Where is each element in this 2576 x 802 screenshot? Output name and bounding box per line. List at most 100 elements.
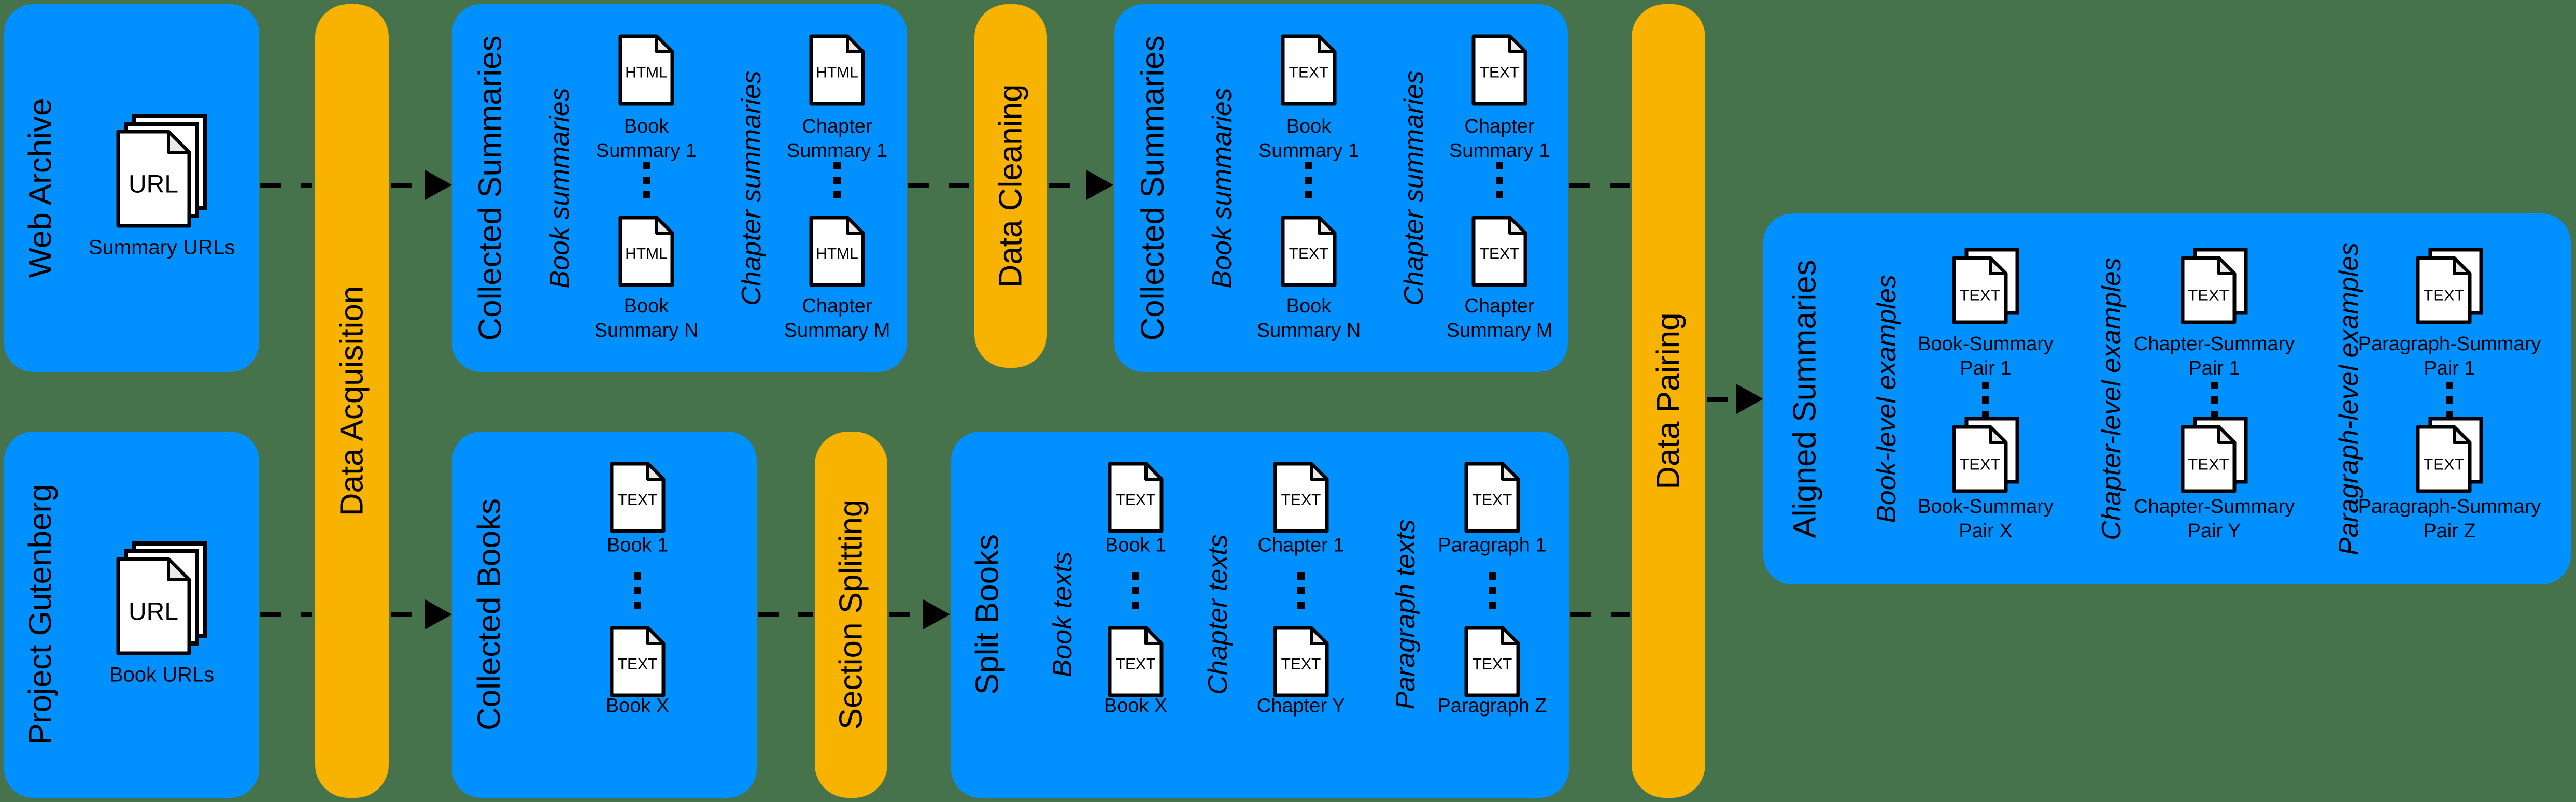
doc-type-label: TEXT (1959, 455, 2000, 474)
summary-pair-documents-icon: TEXT (2415, 247, 2484, 325)
text-document-icon: TEXT (1470, 33, 1528, 107)
connector-collected-summaries-to-data-pairing (1569, 183, 1630, 188)
doc-type-label: TEXT (2423, 287, 2464, 305)
document-label: Paragraph Z (1437, 695, 1547, 717)
html-document-icon: HTML (808, 214, 866, 288)
connector-data-cleaning-to-collected-summaries (1049, 183, 1086, 188)
text-document-icon: TEXT (1470, 214, 1528, 288)
vertical-ellipsis-icon (2446, 382, 2453, 418)
doc-type-label: TEXT (2423, 455, 2464, 474)
doc-type-label: HTML (816, 64, 858, 81)
url-documents-stack-icon: URL (115, 113, 208, 229)
collected-books-box (452, 432, 757, 798)
arrowhead-icon (425, 170, 452, 200)
summary-pair-documents-icon: TEXT (1951, 247, 2020, 325)
doc-type-label: TEXT (1116, 656, 1156, 673)
connector-project-gutenberg-to-data-acquisition (260, 612, 312, 617)
doc-type-label: TEXT (1959, 287, 2000, 305)
doc-type-label: TEXT (1281, 656, 1321, 673)
doc-type-label: TEXT (1281, 492, 1321, 509)
doc-type-label: HTML (625, 64, 668, 81)
data-pairing-bar (1632, 4, 1705, 798)
doc-type-label: HTML (625, 246, 668, 263)
doc-type-label: TEXT (1480, 64, 1520, 81)
arrowhead-icon (425, 599, 452, 629)
summary-pair-documents-icon: TEXT (2179, 416, 2249, 494)
doc-type-label: TEXT (1480, 246, 1520, 263)
text-document-icon: TEXT (1107, 461, 1165, 534)
connector-collected-books-to-section-splitting (758, 612, 813, 617)
doc-type-label: HTML (816, 246, 858, 263)
vertical-ellipsis-icon (1132, 572, 1139, 609)
doc-type-label: TEXT (1289, 64, 1329, 81)
doc-type-label: URL (129, 598, 178, 626)
vertical-ellipsis-icon (1297, 572, 1305, 609)
connector-web-archive-to-data-acquisition (260, 183, 312, 188)
vertical-ellipsis-icon (2211, 382, 2218, 418)
document-label: Paragraph 1 (1438, 534, 1547, 556)
text-document-icon: TEXT (1280, 33, 1338, 107)
arrowhead-icon (1736, 384, 1763, 414)
html-document-icon: HTML (808, 33, 866, 107)
document-label: Chapter Y (1256, 695, 1346, 717)
arrowhead-icon (923, 599, 950, 629)
data-acquisition-bar (315, 4, 389, 798)
document-label: Book X (1103, 695, 1168, 717)
doc-type-label: TEXT (2188, 455, 2229, 474)
doc-type-label: TEXT (1473, 492, 1512, 509)
vertical-ellipsis-icon (1982, 382, 1989, 418)
vertical-ellipsis-icon (833, 162, 841, 198)
connector-section-splitting-to-split-books (889, 612, 923, 617)
vertical-ellipsis-icon (1489, 572, 1496, 609)
vertical-ellipsis-icon (1305, 162, 1312, 198)
doc-type-label: TEXT (618, 656, 658, 673)
text-document-icon: TEXT (1272, 625, 1330, 698)
connector-data-pairing-to-aligned-summaries (1707, 397, 1736, 402)
vertical-ellipsis-icon (1496, 162, 1503, 198)
summary-pair-documents-icon: TEXT (2415, 416, 2484, 494)
url-documents-stack-icon: URL (115, 540, 208, 656)
document-label: Chapter 1 (1257, 534, 1344, 556)
document-label: Book X (605, 695, 670, 717)
summary-pair-documents-icon: TEXT (1951, 416, 2020, 494)
doc-type-label: TEXT (1289, 246, 1329, 263)
project-gutenberg-caption: Book URLs (109, 663, 215, 686)
text-document-icon: TEXT (1280, 214, 1338, 288)
connector-collected-summaries-to-data-cleaning (908, 183, 972, 188)
html-document-icon: HTML (617, 33, 675, 107)
web-archive-caption: Summary URLs (88, 236, 235, 259)
text-document-icon: TEXT (1272, 461, 1330, 534)
connector-data-acquisition-to-collected-books (391, 612, 425, 617)
vertical-ellipsis-icon (634, 572, 641, 609)
html-document-icon: HTML (617, 214, 675, 288)
text-document-icon: TEXT (1463, 625, 1521, 698)
doc-type-label: TEXT (1473, 656, 1512, 673)
data-cleaning-bar (974, 4, 1047, 368)
summary-pair-documents-icon: TEXT (2179, 247, 2249, 325)
doc-type-label: URL (129, 171, 178, 198)
doc-type-label: TEXT (618, 492, 658, 509)
vertical-ellipsis-icon (643, 162, 650, 198)
document-label: Book 1 (606, 534, 669, 556)
text-document-icon: TEXT (608, 625, 667, 698)
document-label: Book 1 (1105, 534, 1167, 556)
doc-type-label: TEXT (1116, 492, 1156, 509)
arrowhead-icon (1086, 170, 1113, 200)
connector-data-acquisition-to-collected-summaries (391, 183, 425, 188)
connector-split-books-to-data-pairing (1570, 612, 1630, 617)
text-document-icon: TEXT (1463, 461, 1521, 534)
